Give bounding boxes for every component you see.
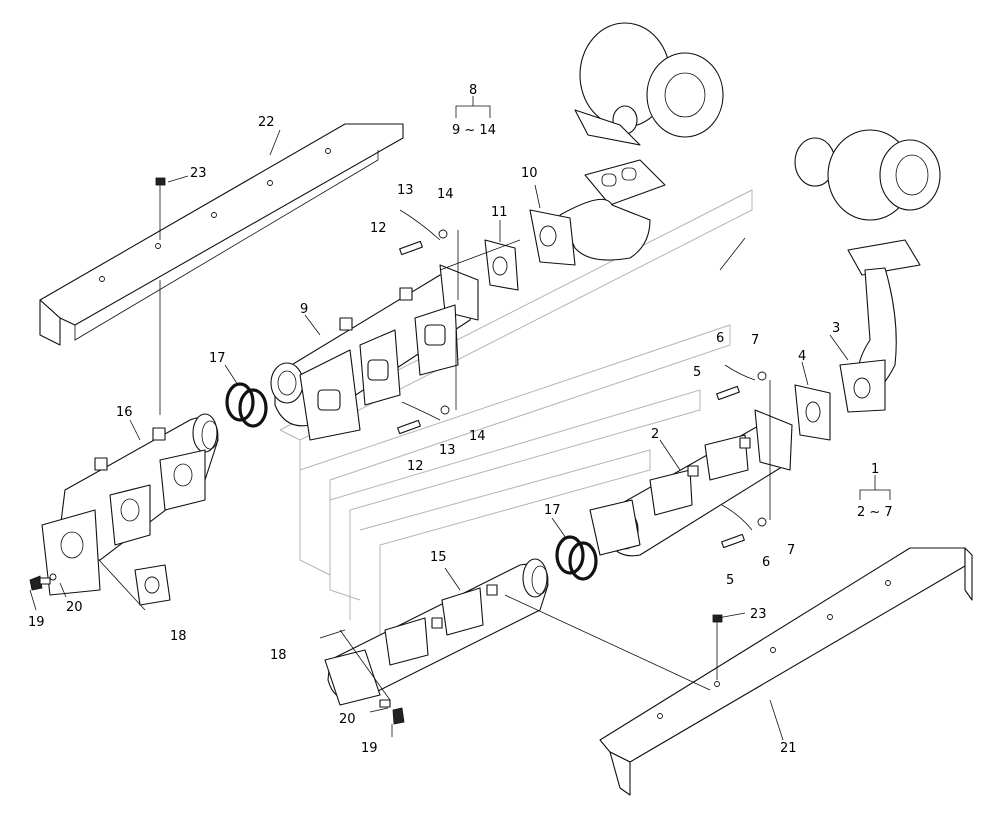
callout-20-left: 20	[66, 600, 83, 615]
callout-5-lower: 5	[726, 573, 734, 588]
callout-12-lower: 12	[407, 459, 424, 474]
callout-11: 11	[491, 205, 508, 220]
sealing-ring-pair-left	[225, 382, 268, 428]
callout-1: 1	[871, 462, 879, 477]
callout-9-14: 9 ~ 14	[452, 123, 496, 138]
callout-9: 9	[300, 302, 308, 317]
callout-18-left: 18	[170, 629, 187, 644]
callout-8: 8	[469, 83, 477, 98]
callout-17-left: 17	[209, 351, 226, 366]
callout-4: 4	[798, 349, 806, 364]
bolt-23-upper	[155, 177, 166, 240]
exhaust-manifold-16	[41, 413, 219, 596]
gasket-18-left	[134, 564, 171, 606]
background-outline	[279, 189, 753, 640]
callout-13-lower: 13	[439, 443, 456, 458]
callout-labels: 8 9 ~ 14 22 23 10 11 13 14 12 9 17 16 14…	[28, 83, 893, 756]
callout-23-upper: 23	[190, 166, 207, 181]
exhaust-elbow-10	[529, 159, 666, 266]
turbocharger-upper	[574, 22, 724, 146]
callout-2: 2	[651, 427, 659, 442]
exhaust-manifold-2	[589, 409, 793, 557]
callout-14-lower: 14	[469, 429, 486, 444]
heat-shield-lower	[599, 547, 973, 796]
callout-5-upper: 5	[693, 365, 701, 380]
turbocharger-lower	[794, 129, 941, 276]
clamp-hardware-upper	[397, 209, 450, 435]
callout-22: 22	[258, 115, 275, 130]
callout-10: 10	[521, 166, 538, 181]
callout-2-7: 2 ~ 7	[857, 505, 893, 520]
callout-13-upper: 13	[397, 183, 414, 198]
callout-7-upper: 7	[751, 333, 759, 348]
callout-15: 15	[430, 550, 447, 565]
callout-19-lower: 19	[361, 741, 378, 756]
bolt-washer-bottom	[379, 699, 405, 725]
gasket-11	[484, 239, 519, 291]
sealing-ring-pair-right	[555, 535, 598, 581]
callout-21: 21	[780, 741, 797, 756]
exhaust-elbow-3	[839, 267, 897, 413]
heat-shield-upper	[39, 123, 404, 346]
callout-19-left: 19	[28, 615, 45, 630]
callout-14-upper: 14	[437, 187, 454, 202]
callout-20-lower: 20	[339, 712, 356, 727]
exhaust-manifold-15	[324, 558, 549, 706]
callout-16: 16	[116, 405, 133, 420]
bolt-23-lower	[712, 614, 723, 680]
callout-3: 3	[832, 321, 840, 336]
callout-18-lower: 18	[270, 648, 287, 663]
exhaust-manifold-9	[270, 264, 479, 441]
callout-7-lower: 7	[787, 543, 795, 558]
leader-lines	[29, 96, 891, 741]
callout-17-right: 17	[544, 503, 561, 518]
gasket-4	[794, 384, 831, 441]
callout-6-lower: 6	[762, 555, 770, 570]
callout-23-lower: 23	[750, 607, 767, 622]
bolt-washer-left	[29, 573, 57, 591]
callout-6-upper: 6	[716, 331, 724, 346]
clamp-hardware-right	[716, 364, 767, 549]
callout-12-upper: 12	[370, 221, 387, 236]
